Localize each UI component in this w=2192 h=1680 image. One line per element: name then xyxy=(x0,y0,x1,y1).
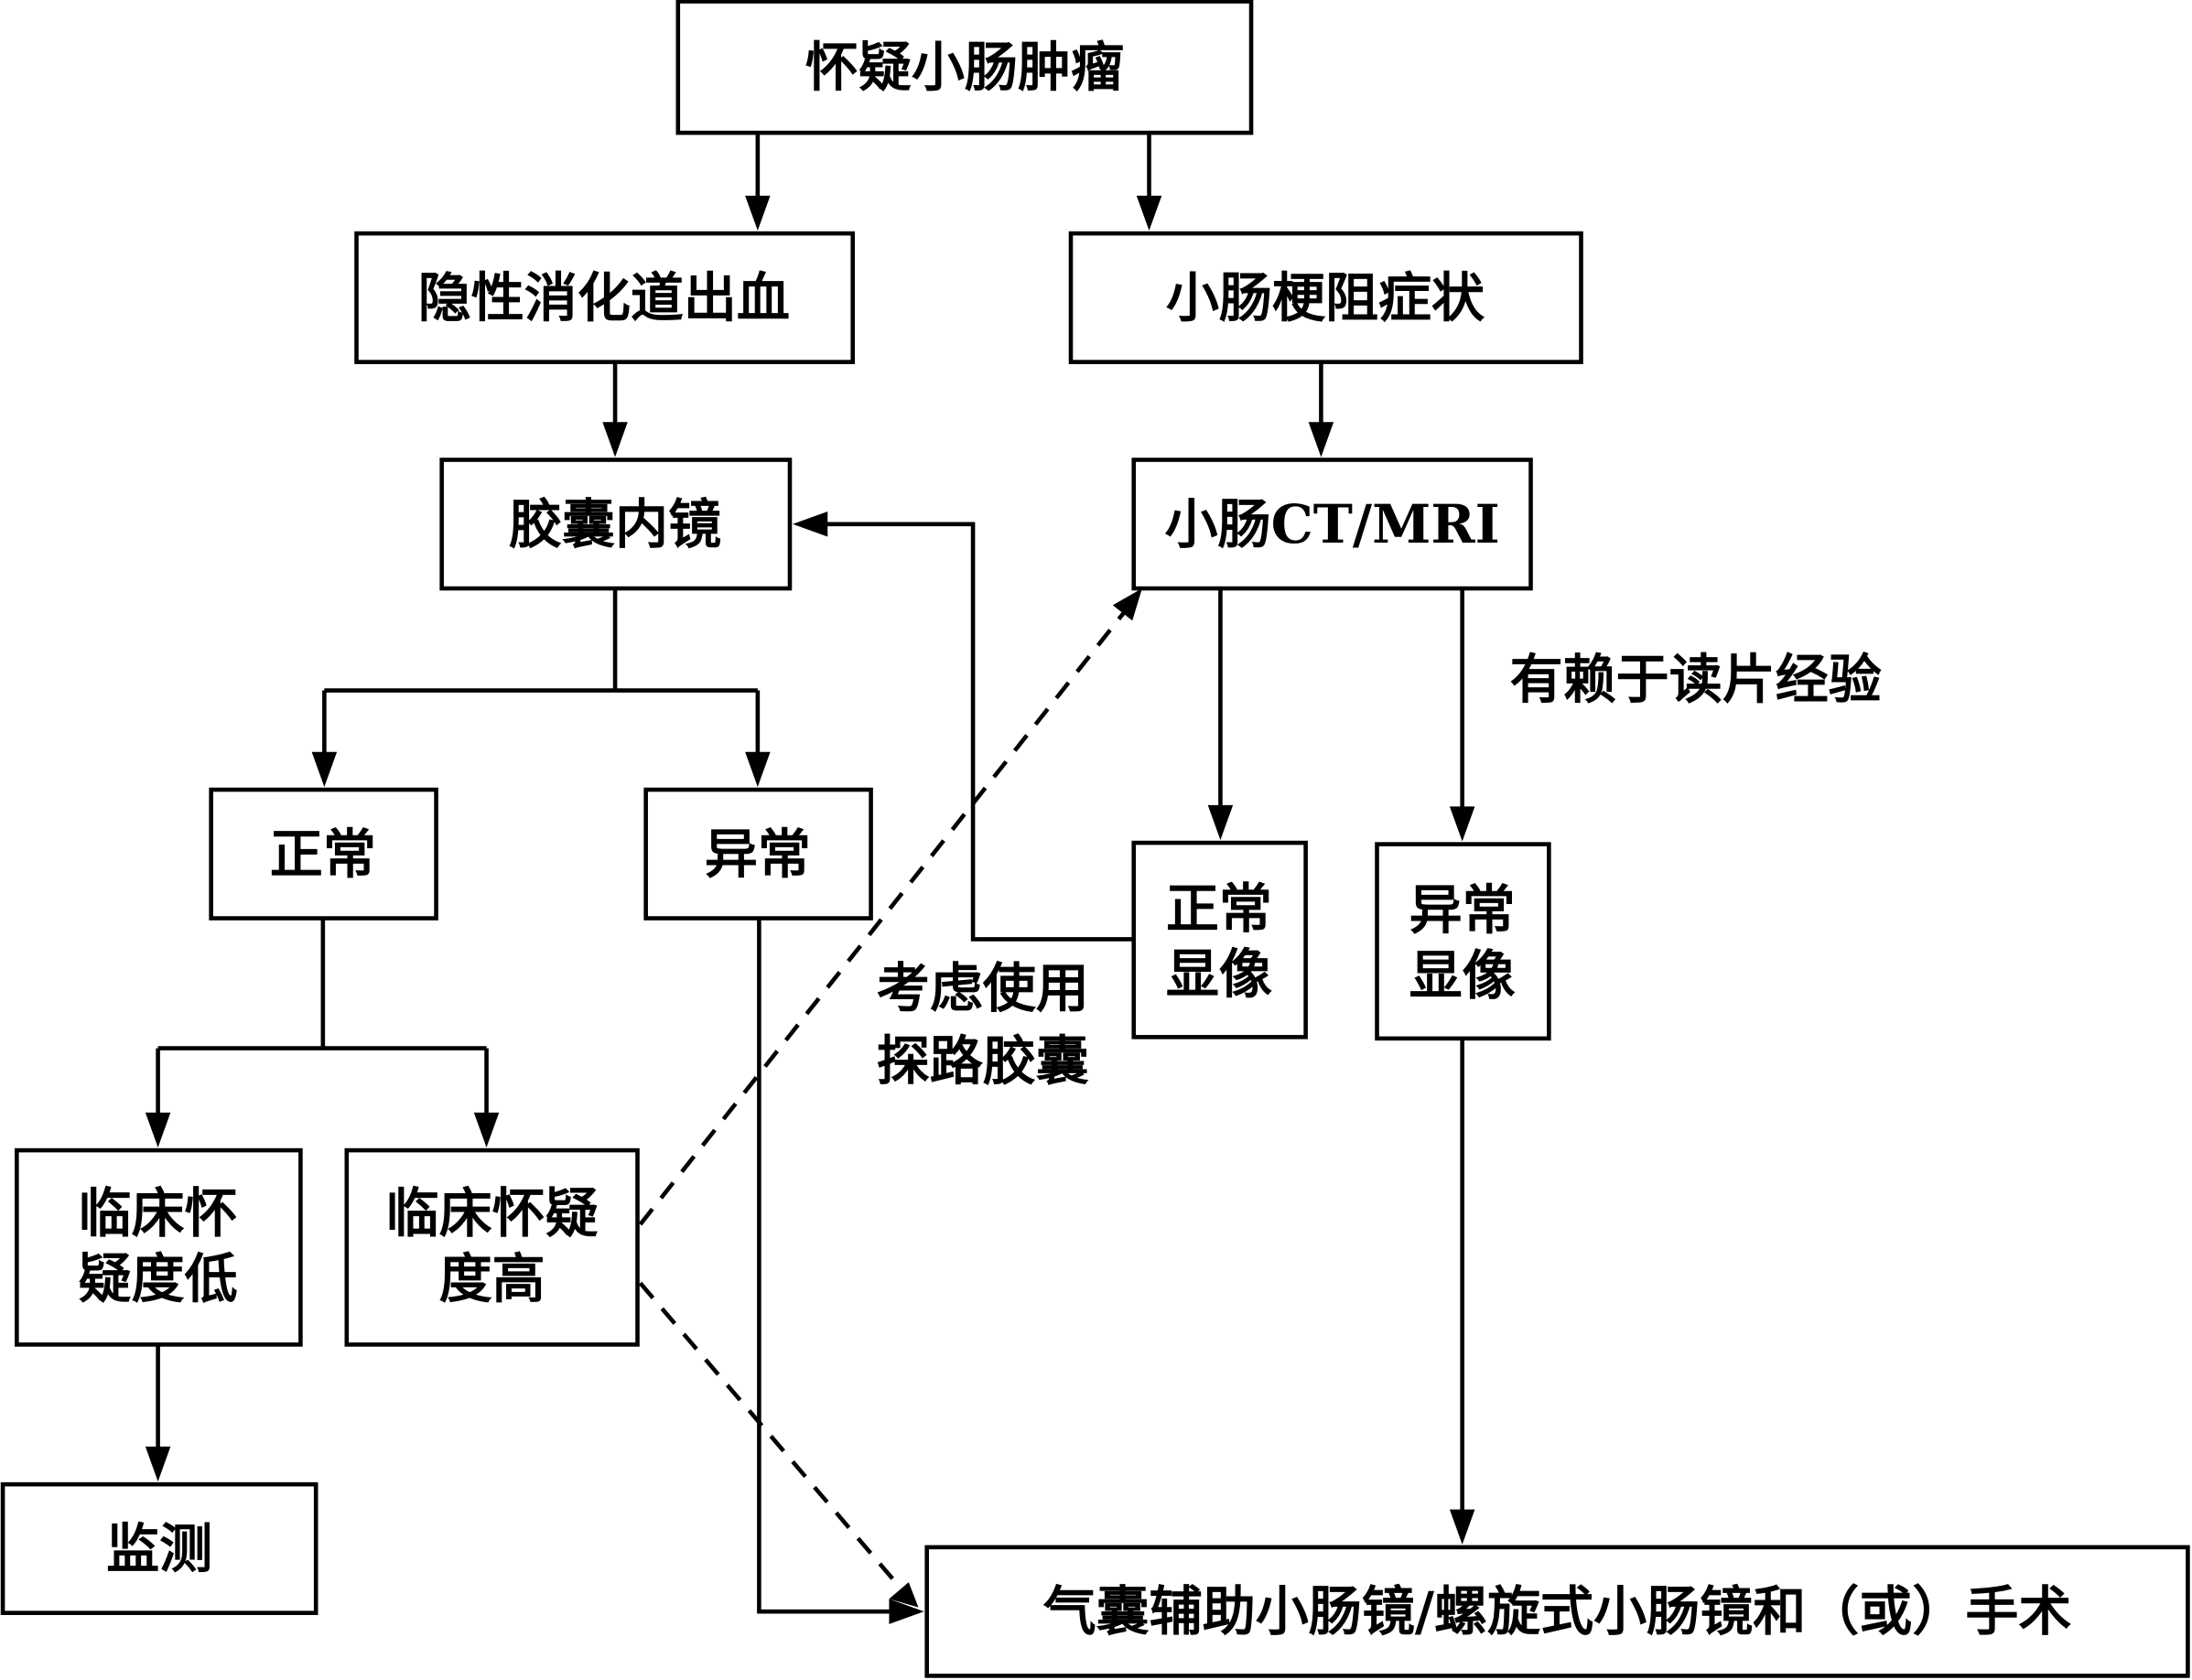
node-abnormal-imaging: 异常 显像 xyxy=(1375,842,1551,1041)
node-normal-imaging: 正常 显像 xyxy=(1131,840,1308,1039)
node-high-suspicion-line2: 度高 xyxy=(439,1248,545,1310)
node-high-suspicion: 临床怀疑 度高 xyxy=(344,1147,640,1347)
arrowhead-down-icon xyxy=(745,751,771,787)
arrowhead-down-icon xyxy=(145,1446,171,1482)
arrowhead-down-icon xyxy=(311,751,338,787)
arrowhead-diagonal-icon xyxy=(1112,588,1142,621)
node-monitor-label: 监测 xyxy=(106,1517,212,1579)
node-abnormal-label: 异常 xyxy=(705,823,811,885)
node-monitor: 监测 xyxy=(0,1481,319,1615)
arrowhead-left-icon xyxy=(793,512,828,537)
dashed-connectors xyxy=(638,588,1142,1608)
node-abnormal: 异常 xyxy=(643,787,873,921)
edge-normal-imaging-to-capsule xyxy=(813,522,1134,942)
node-low-suspicion: 临床怀 疑度低 xyxy=(15,1147,303,1347)
arrowhead-right-icon xyxy=(889,1599,924,1624)
arrowhead-down-icon xyxy=(1207,804,1234,840)
node-abnormal-imaging-line2: 显像 xyxy=(1409,944,1516,1007)
note-patency-line2: 探路胶囊 xyxy=(877,1029,1089,1092)
node-obstruction: 小肠梗阻症状 xyxy=(1068,231,1583,364)
node-normal: 正常 xyxy=(209,787,438,921)
node-high-suspicion-line1: 临床怀疑 xyxy=(386,1182,599,1244)
node-normal-label: 正常 xyxy=(270,823,376,885)
node-suspect: 怀疑小肠肿瘤 xyxy=(675,0,1254,135)
node-endoscopy-surgery: 气囊辅助小肠镜/螺旋式小肠镜和（或）手术 xyxy=(924,1545,2190,1678)
node-low-suspicion-line1: 临床怀 xyxy=(79,1182,238,1244)
connectors xyxy=(145,133,1475,1624)
node-occult-bleeding-label: 隐性消化道出血 xyxy=(418,266,790,328)
edge-high-to-ctmri-dashed xyxy=(638,609,1128,1226)
edge-high-to-endoscopy-dashed xyxy=(638,1281,902,1589)
node-normal-imaging-line2: 显像 xyxy=(1166,943,1272,1006)
node-endoscopy-surgery-label: 气囊辅助小肠镜/螺旋式小肠镜和（或）手术 xyxy=(1043,1580,2072,1642)
edge-normal-split xyxy=(156,918,489,1127)
node-suspect-label: 怀疑小肠肿瘤 xyxy=(805,36,1124,98)
node-obstruction-label: 小肠梗阻症状 xyxy=(1166,266,1485,328)
arrowhead-diagonal-icon xyxy=(889,1582,919,1608)
node-normal-imaging-line1: 正常 xyxy=(1166,878,1272,940)
arrowhead-down-icon xyxy=(1449,806,1475,842)
arrowhead-down-icon xyxy=(1449,1509,1475,1545)
arrowhead-down-icon xyxy=(473,1112,500,1148)
node-abnormal-imaging-line1: 异常 xyxy=(1409,878,1516,941)
arrowhead-down-icon xyxy=(1308,422,1334,458)
note-reading-experience: 有赖于读片经验 xyxy=(1510,648,1882,710)
arrowhead-down-icon xyxy=(602,422,628,458)
arrowhead-down-icon xyxy=(1136,195,1162,232)
node-capsule-endoscopy-label: 胶囊内镜 xyxy=(509,493,721,555)
arrowhead-down-icon xyxy=(145,1112,171,1148)
node-ct-mri: 小肠CT/MRI xyxy=(1131,458,1533,591)
node-ct-mri-label: 小肠CT/MRI xyxy=(1165,493,1500,555)
node-capsule-endoscopy: 胶囊内镜 xyxy=(439,458,793,591)
arrowhead-down-icon xyxy=(745,195,771,232)
node-low-suspicion-line2: 疑度低 xyxy=(79,1248,238,1310)
edge-capsule-split xyxy=(322,588,761,767)
node-occult-bleeding: 隐性消化道出血 xyxy=(354,231,856,364)
note-patency-line1: 考虑使用 xyxy=(877,957,1089,1019)
edge-abnormal-to-endoscopy xyxy=(757,918,903,1614)
